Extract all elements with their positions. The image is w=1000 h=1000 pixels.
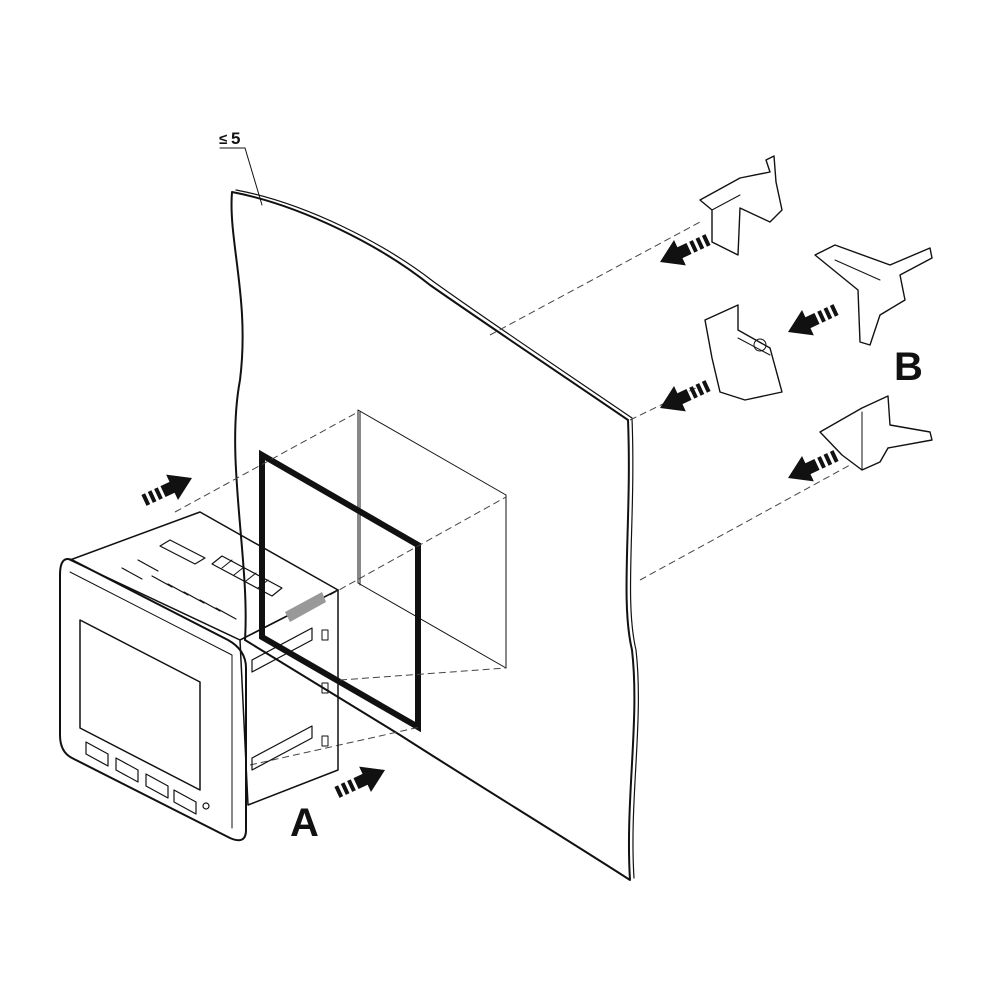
meter-device [59,511,339,842]
gasket-frame [259,449,421,733]
thickness-symbol: ≤ [219,131,227,148]
meter-top-details [121,539,326,622]
panel-cutout [357,409,507,669]
clip-icon [699,155,933,471]
meter-buttons [85,741,210,815]
label-a: A [290,801,319,845]
thickness-value: 5 [231,129,240,148]
guide-lines [174,221,851,766]
thickness-annotation: ≤ 5 [219,129,263,206]
label-b: B [894,345,923,389]
meter-side-slots [251,627,329,771]
mounting-panel [230,189,639,881]
